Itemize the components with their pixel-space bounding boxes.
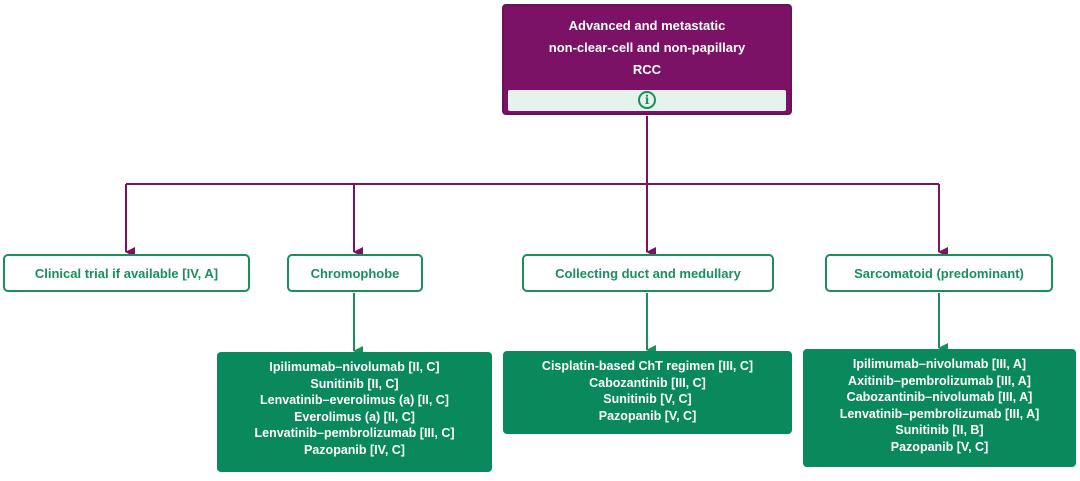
treatment-item: Cisplatin-based ChT regimen [III, C] bbox=[541, 359, 754, 373]
treatment-item: Pazopanib [V, C] bbox=[890, 439, 989, 454]
root-node: Advanced and metastatic non-clear-cell a… bbox=[502, 4, 792, 115]
category-collecting-duct: Collecting duct and medullary bbox=[522, 254, 774, 292]
treatment-item: Cabozantinib–nivolumab [III, A] bbox=[846, 390, 1033, 404]
treatment-item: Ipilimumab–nivolumab [III, A] bbox=[852, 357, 1027, 371]
treatment-item: Lenvatinib–pembrolizumab [III, A] bbox=[839, 406, 1040, 421]
treatment-item: Everolimus (a) [II, C] bbox=[294, 409, 415, 424]
info-button[interactable]: i bbox=[508, 90, 786, 111]
treatment-item: Sunitinib [II, C] bbox=[310, 376, 399, 391]
treatment-item: Axitinib–pembrolizumab [III, A] bbox=[848, 373, 1031, 388]
chromophobe-treatments-box: Ipilimumab–nivolumab [II, C] Sunitinib [… bbox=[217, 352, 492, 472]
sarcomatoid-treatments-box: Ipilimumab–nivolumab [III, A] Axitinib–p… bbox=[803, 349, 1076, 467]
treatment-item: Sunitinib [II, B] bbox=[895, 423, 984, 437]
category-clinical-trial: Clinical trial if available [IV, A] bbox=[3, 254, 250, 292]
treatment-item: Lenvatinib–pembrolizumab [III, C] bbox=[254, 426, 455, 440]
category-sarcomatoid: Sarcomatoid (predominant) bbox=[825, 254, 1053, 292]
treatment-item: Ipilimumab–nivolumab [II, C] bbox=[269, 360, 440, 374]
treatment-item: Lenvatinib–everolimus (a) [II, C] bbox=[260, 393, 449, 407]
collecting-duct-treatments-box: Cisplatin-based ChT regimen [III, C] Cab… bbox=[503, 351, 792, 434]
root-title: Advanced and metastatic non-clear-cell a… bbox=[548, 18, 746, 77]
treatment-item: Sunitinib [V, C] bbox=[603, 392, 692, 406]
treatment-item: Cabozantinib [III, C] bbox=[589, 375, 706, 390]
treatment-item: Pazopanib [IV, C] bbox=[304, 442, 405, 457]
info-circle-icon: i bbox=[638, 91, 656, 109]
category-chromophobe: Chromophobe bbox=[287, 254, 423, 292]
treatment-item: Pazopanib [V, C] bbox=[598, 408, 697, 423]
